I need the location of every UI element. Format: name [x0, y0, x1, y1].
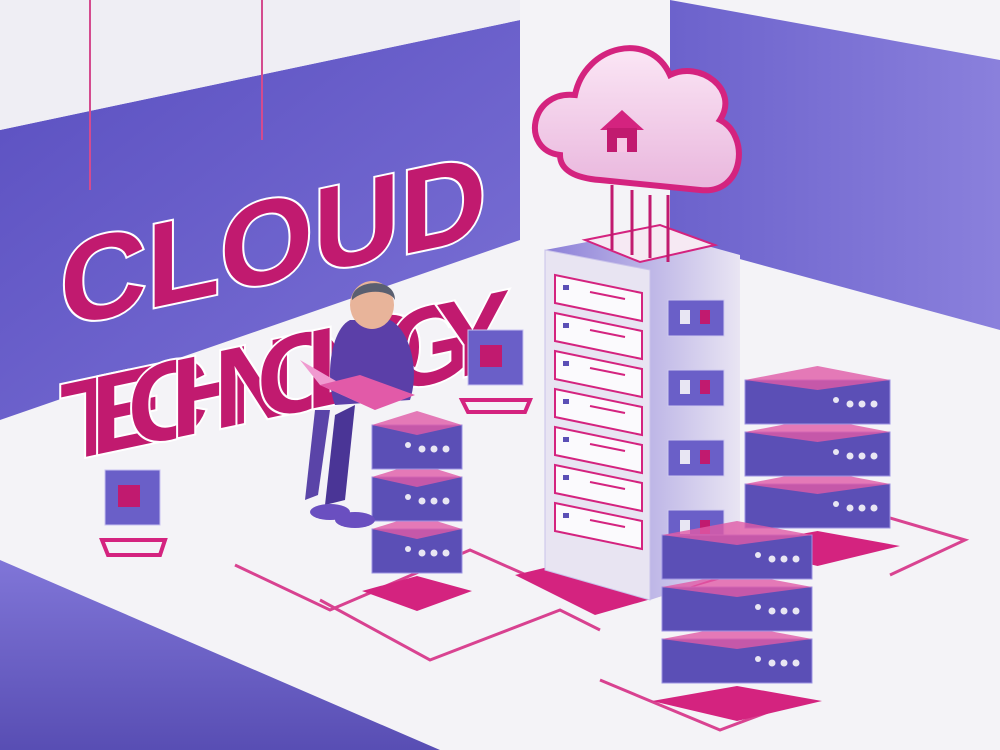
headline: CLOUD TECHNOLOGY	[58, 126, 512, 488]
server-module	[554, 501, 643, 551]
glass-ledge	[0, 560, 440, 750]
server-module	[554, 425, 643, 475]
laptop-icon	[300, 360, 415, 410]
rack-port	[667, 299, 725, 337]
server-module	[554, 463, 643, 513]
server-module	[554, 349, 643, 399]
server-module	[554, 311, 643, 361]
server-module	[554, 387, 643, 437]
back-wall-left	[0, 20, 520, 420]
house-upload-icon	[600, 110, 644, 152]
back-wall-right	[670, 0, 1000, 330]
server-stack-front	[652, 521, 822, 721]
cloud-icon	[532, 45, 742, 262]
server-stack-seat	[362, 411, 472, 611]
rack-port	[667, 369, 725, 407]
server-stack-right	[735, 366, 900, 566]
small-cube-left	[99, 469, 168, 557]
server-module	[554, 273, 643, 323]
person-icon	[300, 281, 415, 528]
rack-port	[667, 439, 725, 477]
small-cube-center	[458, 329, 533, 414]
